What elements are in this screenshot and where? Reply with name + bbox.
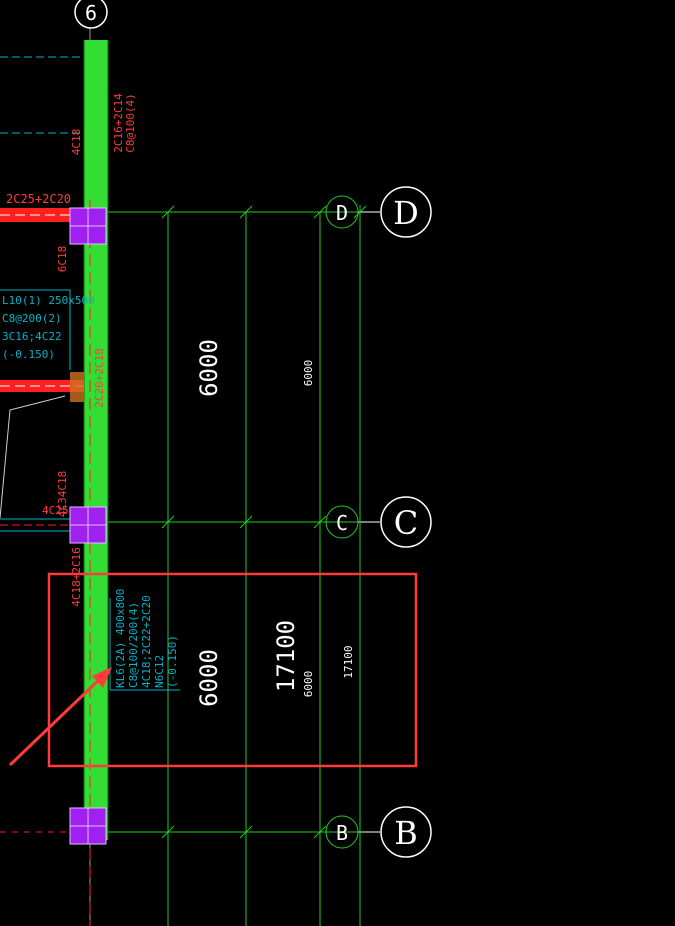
highlight-box: [47, 572, 418, 768]
grid-marker-label-c: C: [336, 511, 348, 535]
grid-bubble-label-b: B: [394, 814, 418, 852]
kl6-line-2: C8@100/200(4): [127, 602, 140, 688]
rebar-col-top-left: 4C18: [70, 129, 83, 156]
annotation-arrow: [8, 673, 106, 767]
kl6-line-4: N6C12: [153, 655, 166, 688]
kl6-line-5: (-0.150): [166, 635, 179, 688]
annotation-arrowhead: [92, 667, 112, 688]
slab-edge-line: [0, 395, 66, 519]
rebar-col-mid-right: 2C20+2C18: [93, 348, 106, 408]
rebar-beam-c-label2: 4C34C18: [56, 471, 69, 517]
grid-marker-label-b: B: [336, 821, 348, 845]
kl6-line-1: KL6(2A) 400x800: [114, 589, 127, 688]
column-strip[interactable]: [84, 40, 108, 840]
grid-marker-d: [325, 195, 359, 229]
grid-bubble-label-d: D: [393, 194, 419, 232]
l10-line-2: C8@200(2): [2, 312, 62, 325]
grid-bubble-c[interactable]: [380, 496, 432, 548]
kl6-line-3: 4C18;2C22+2C20: [140, 595, 153, 688]
dim-text-small-dc: 6000: [302, 360, 315, 387]
dim-text-small-cb: 6000: [302, 671, 315, 698]
beam-l10-annotation: L10(1) 250x500 C8@200(2) 3C16;4C22 (-0.1…: [2, 294, 95, 361]
grid-bubble-d[interactable]: [380, 186, 432, 238]
dim-ticks: [161, 205, 367, 839]
grid-bubble-label-c: C: [394, 504, 418, 542]
grid-marker-label-d: D: [336, 201, 348, 225]
l10-line-3: 3C16;4C22: [2, 330, 62, 343]
l10-line-1: L10(1) 250x500: [2, 294, 95, 307]
l10-line-4: (-0.150): [2, 348, 55, 361]
grid-marker-b: [325, 815, 359, 849]
grid-bubble-6[interactable]: [74, 0, 108, 29]
rebar-beam-top: 2C25+2C20: [6, 192, 71, 206]
rebar-col-top-right-2: C8@100(4): [124, 93, 137, 153]
beam-row-d[interactable]: [0, 208, 84, 222]
beam-mid[interactable]: [0, 380, 84, 392]
beam-kl6-annotation: KL6(2A) 400x800 C8@100/200(4) 4C18;2C22+…: [114, 589, 179, 688]
grid-label-6: 6: [85, 1, 97, 25]
dim-text-cb: 6000: [195, 649, 223, 707]
rebar-beam-c: 4C25: [42, 504, 69, 517]
grid-marker-c: [325, 505, 359, 539]
rebar-col-mid-left: 6C18: [56, 246, 69, 273]
dim-text-small-total: 17100: [342, 645, 355, 678]
grid-bubble-b[interactable]: [380, 806, 432, 858]
rebar-col-low-left: 4C18+2C16: [70, 547, 83, 607]
rebar-col-top-right: 2C16+2C14: [112, 93, 125, 153]
dim-text-dc: 6000: [195, 339, 223, 397]
dim-text-total: 17100: [272, 620, 300, 692]
